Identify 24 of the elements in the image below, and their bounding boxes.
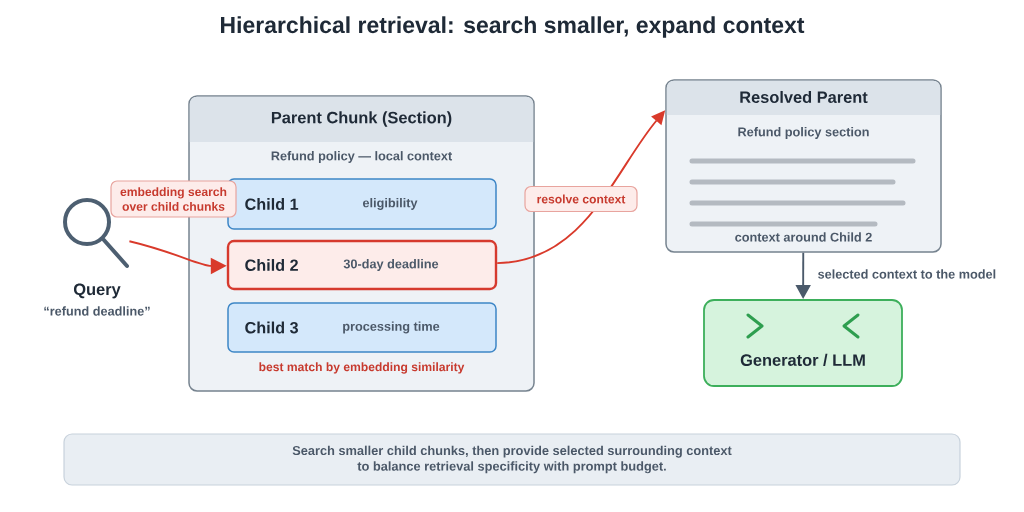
box-title: Generator / LLM [740, 353, 865, 367]
box-title: Child 2 [245, 259, 298, 271]
caption-band: Search smaller child chunks, then provide selected surrounding context to balance retrieval specificity with prompt budget. [63, 433, 961, 486]
child-box [227, 178, 497, 230]
child-box [227, 302, 497, 353]
callout-box: embedding search over child chunks [110, 180, 237, 218]
box-text: eligibility [363, 198, 418, 210]
node-caption: “refund deadline” [44, 306, 150, 316]
box-title: Child 3 [245, 321, 298, 334]
box-text: Refund policy — local context [271, 151, 453, 163]
box-title: Parent Chunk (Section) [271, 111, 452, 127]
note-text: best match by embedding similarity [259, 362, 465, 374]
child-box [226, 239, 498, 291]
box-title: Child 1 [245, 198, 299, 210]
box-title: Resolved Parent [740, 90, 868, 103]
title: Hierarchical retrieval: search smaller, expand context [221, 16, 805, 38]
box-text: Refund policy section [738, 127, 869, 139]
box-text: context around Child 2 [735, 232, 872, 242]
edge-label: resolve context [524, 185, 638, 213]
box-text: 30-day deadline [343, 259, 439, 271]
edge-label: selected context to the model [816, 268, 998, 280]
panel-box [665, 79, 942, 253]
node-caption: Query [73, 283, 121, 299]
box-text: processing time [343, 321, 440, 334]
